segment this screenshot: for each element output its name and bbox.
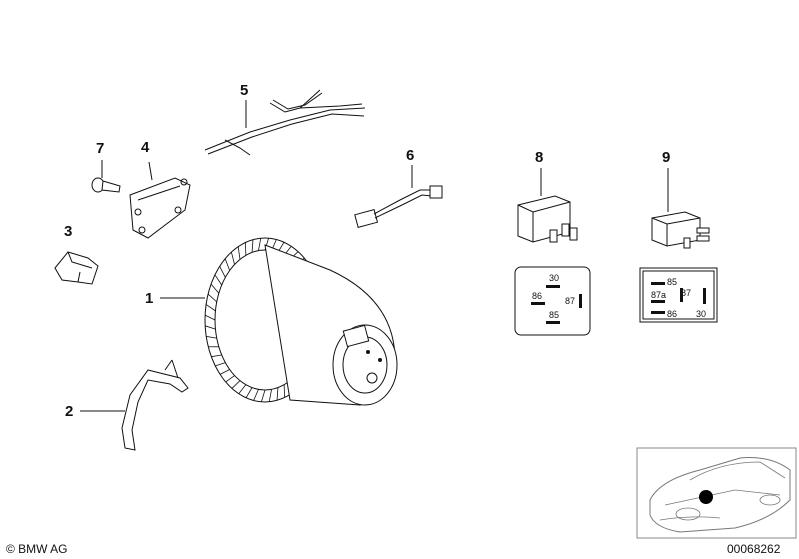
screw-part[interactable]: [91, 177, 121, 193]
relay-9-pin-85: 85: [667, 277, 677, 287]
wiring-harness-part[interactable]: [204, 89, 366, 156]
relay-9-pin-diagram: 85 87a 87 86 30: [639, 267, 718, 323]
fan-fin: [251, 239, 254, 253]
fan-fin: [210, 283, 220, 294]
fan-fin: [204, 314, 216, 321]
relay-9-pin-87: 87: [681, 288, 691, 298]
cable-connector-part[interactable]: [354, 185, 443, 228]
fan-fin: [231, 251, 235, 265]
diagram-number: 00068262: [727, 542, 781, 556]
callout-6: 6: [406, 147, 414, 164]
relay-8-part[interactable]: [517, 195, 578, 243]
callout-8: 8: [535, 149, 543, 166]
fan-fin: [245, 387, 253, 398]
fan-fin: [237, 246, 241, 260]
fan-fin: [207, 293, 217, 303]
relay-8-pin-86: 86: [532, 291, 542, 301]
relay-8-pin-87: 87: [565, 296, 575, 306]
fan-fin: [219, 266, 226, 278]
fan-fin: [215, 362, 226, 367]
leader-line-4: [148, 161, 153, 181]
callout-3: 3: [64, 223, 72, 240]
fan-fin: [261, 389, 266, 402]
blower-motor-part[interactable]: [204, 237, 398, 406]
callout-5: 5: [240, 82, 248, 99]
fan-fin: [205, 304, 216, 312]
callout-9: 9: [662, 149, 670, 166]
clip-part[interactable]: [54, 251, 99, 285]
relay-9-pin-30: 30: [696, 309, 706, 319]
relay-9-pin-86: 86: [667, 309, 677, 319]
fan-fin: [276, 387, 279, 401]
fan-fin: [231, 380, 241, 389]
fan-fin: [211, 354, 222, 358]
relay-8-pin-30: 30: [549, 273, 559, 283]
fan-fin: [224, 258, 231, 271]
fan-fin: [225, 375, 235, 383]
relay-9-part[interactable]: [651, 211, 710, 249]
fan-fin: [268, 389, 272, 402]
relay-9-pin-87a: 87a: [651, 290, 666, 300]
location-marker: [699, 490, 713, 504]
fan-fin: [219, 369, 230, 375]
relay-8-pin-85: 85: [549, 310, 559, 320]
callout-2: 2: [65, 403, 73, 420]
fan-fin: [253, 389, 259, 401]
callout-7: 7: [96, 140, 104, 157]
fan-fin: [205, 325, 216, 330]
callout-1: 1: [145, 290, 153, 307]
fan-fin: [258, 238, 262, 251]
resistor-part[interactable]: [129, 177, 191, 239]
fan-fin: [238, 384, 247, 394]
bracket-part[interactable]: [121, 359, 189, 451]
fan-fin: [214, 274, 223, 286]
fan-fin: [206, 336, 217, 339]
copyright-text: © BMW AG: [6, 542, 68, 556]
relay-8-pin-diagram: 30 86 87 85: [514, 266, 591, 336]
vehicle-location-inset: [636, 447, 797, 539]
callout-4: 4: [141, 139, 150, 156]
